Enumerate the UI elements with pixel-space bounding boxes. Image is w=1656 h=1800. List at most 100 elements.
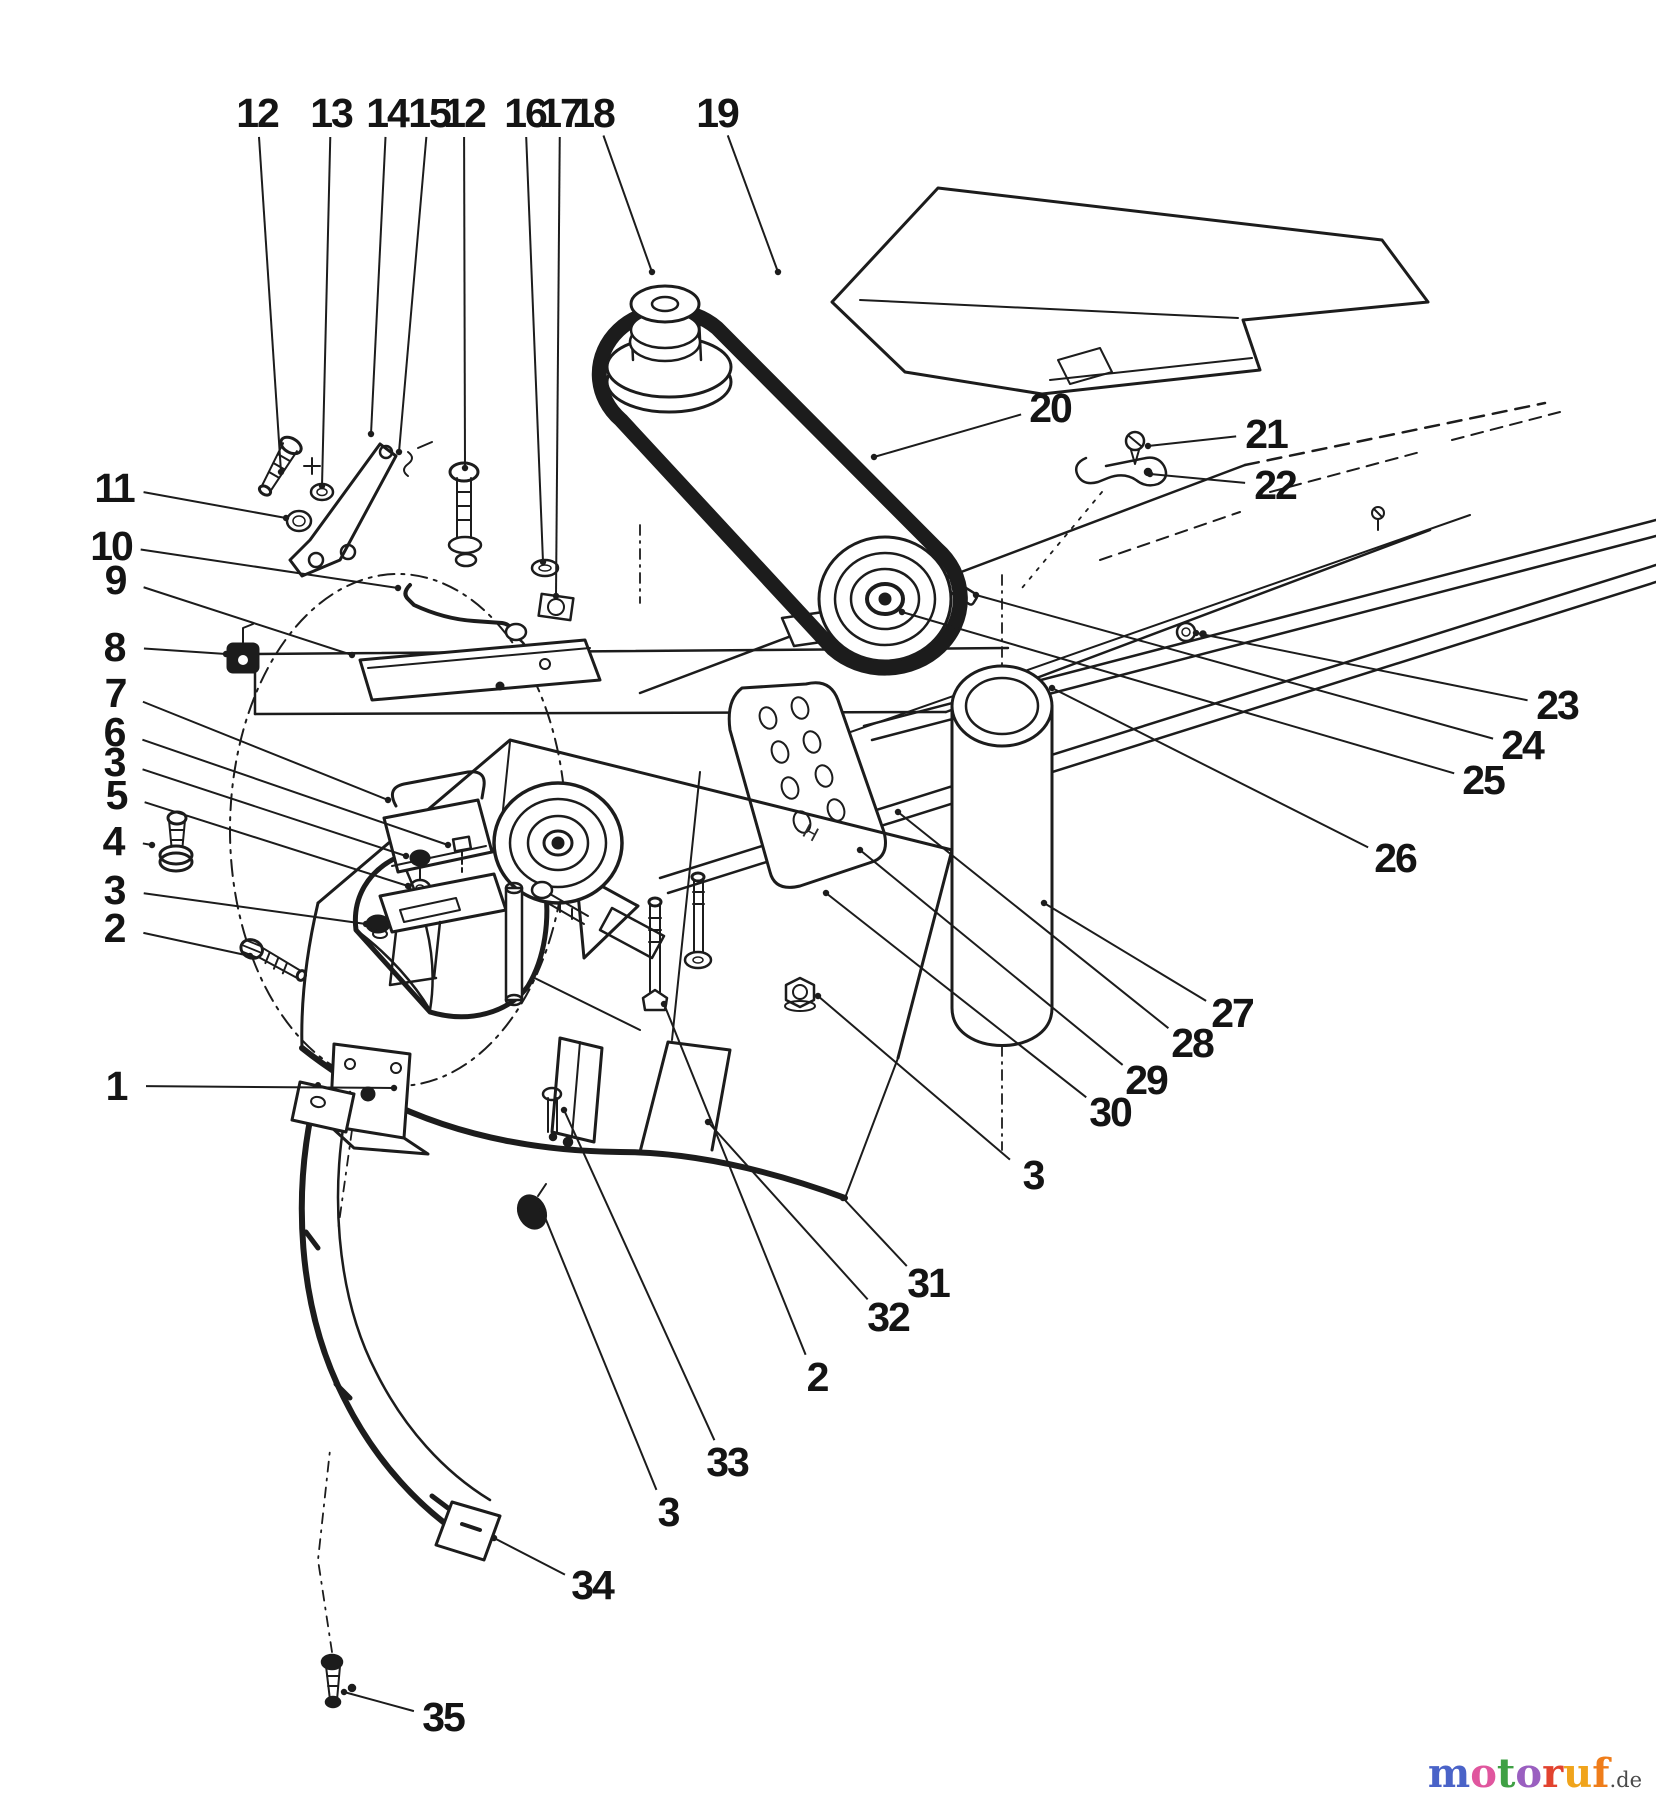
leader-dot-19-8	[774, 268, 782, 276]
leader-dot-15-3	[395, 448, 403, 456]
leader-line-19-8	[726, 135, 779, 273]
leader-dot-22-23	[1146, 470, 1154, 478]
leader-line-24-25	[975, 594, 1494, 740]
callout-label-21-22: 21	[1245, 411, 1288, 457]
callout-label-3-15: 3	[104, 739, 126, 785]
frame-screw-icon	[1371, 506, 1385, 531]
right-hardware	[317, 430, 1168, 1709]
motoruf-logo-text[interactable]: motoruf	[1428, 1750, 1610, 1797]
motoruf-letter: t	[1496, 1750, 1516, 1797]
leader-line-6-14	[142, 738, 449, 846]
leader-line-9-11	[143, 586, 353, 656]
leader-dot-30-31	[822, 889, 830, 897]
leader-dot-28-29	[894, 808, 902, 816]
leader-dot-21-22	[1144, 442, 1152, 450]
curved-guard	[290, 1080, 502, 1562]
leader-line-10-10	[140, 548, 399, 589]
callout-label-32-34: 32	[867, 1294, 910, 1340]
leader-line-15-3	[398, 136, 428, 453]
motoruf-letter: m	[1427, 1750, 1471, 1797]
leader-dot-6-14	[444, 841, 452, 849]
callout-label-26-27: 26	[1374, 835, 1417, 881]
leader-line-29-30	[859, 849, 1124, 1066]
callout-label-27-28: 27	[1211, 990, 1253, 1036]
callout-label-3-37: 3	[658, 1489, 680, 1535]
leader-line-12-0	[258, 136, 282, 473]
callout-label-35-39: 35	[422, 1694, 465, 1740]
callout-label-29-30: 29	[1125, 1057, 1168, 1103]
leader-line-23-24	[1195, 632, 1528, 702]
callout-label-9-11: 9	[105, 557, 127, 603]
leader-line-7-13	[142, 700, 389, 801]
callout-label-3-18: 3	[104, 867, 126, 913]
bolt-icon	[683, 871, 713, 970]
callout-label-34-38: 34	[571, 1562, 615, 1608]
leader-dot-31-33	[839, 1194, 847, 1202]
callout-label-7-13: 7	[105, 670, 126, 716]
leader-line-3-15	[142, 768, 407, 857]
leader-dot-12-4	[461, 464, 469, 472]
belt-cover	[830, 186, 1430, 396]
leader-dot-17-6	[552, 592, 560, 600]
leader-line-17-6	[555, 136, 561, 597]
support-tube	[950, 574, 1054, 1151]
motoruf-watermark[interactable]: motoruf.de	[1428, 1754, 1642, 1794]
leader-dot-3-32	[814, 992, 822, 1000]
leader-line-18-7	[602, 135, 653, 273]
leader-line-34-38	[493, 1537, 566, 1576]
leader-line-25-26	[901, 611, 1455, 775]
callout-label-3-32: 3	[1023, 1152, 1045, 1198]
callout-label-33-36: 33	[706, 1439, 749, 1485]
leader-dot-14-2	[367, 430, 375, 438]
leader-dot-27-28	[1040, 899, 1048, 907]
callout-label-14-2: 14	[366, 90, 410, 136]
bolt-icon	[317, 1449, 357, 1709]
leader-line-3-32	[817, 995, 1011, 1161]
motoruf-letter: r	[1542, 1750, 1564, 1797]
callout-label-2-19: 2	[104, 905, 126, 951]
idler-assembly	[158, 435, 713, 1012]
leader-line-20-21	[873, 413, 1022, 458]
leader-dot-3-37	[538, 1206, 546, 1214]
motoruf-letter: f	[1592, 1750, 1610, 1797]
callout-label-24-25: 24	[1501, 722, 1545, 768]
leader-line-30-31	[825, 892, 1087, 1099]
leader-dot-9-11	[348, 651, 356, 659]
callout-label-12-4: 12	[443, 90, 486, 136]
leader-line-28-29	[897, 811, 1170, 1029]
perforated-bracket	[727, 681, 887, 889]
leader-dot-4-17	[148, 841, 156, 849]
leader-dot-35-39	[340, 1688, 348, 1696]
callout-label-5-16: 5	[106, 772, 128, 818]
leader-line-8-12	[143, 647, 227, 655]
leader-dot-1-20	[390, 1084, 398, 1092]
callout-label-6-14: 6	[104, 709, 126, 755]
leader-line-31-33	[842, 1197, 908, 1267]
callout-label-25-26: 25	[1462, 757, 1505, 803]
screw-icon	[1124, 430, 1146, 465]
engine-pulley	[605, 284, 733, 414]
callout-label-10-10: 10	[90, 523, 133, 569]
leader-line-5-16	[144, 801, 409, 887]
leader-dot-3-15	[402, 852, 410, 860]
leader-dot-32-34	[704, 1118, 712, 1126]
callout-label-28-29: 28	[1171, 1020, 1214, 1066]
leader-line-32-34	[707, 1121, 869, 1301]
bolt-icon	[541, 1086, 574, 1148]
leader-line-13-1	[321, 136, 332, 487]
leader-dot-5-16	[404, 882, 412, 890]
callout-label-30-31: 30	[1089, 1089, 1132, 1135]
leader-dot-2-35	[660, 1000, 668, 1008]
callout-label-18-7: 18	[572, 90, 615, 136]
leader-dot-16-5	[539, 558, 547, 566]
leader-dot-24-25	[972, 591, 980, 599]
bolt-icon	[239, 938, 308, 982]
callout-label-19-8: 19	[696, 90, 739, 136]
leader-line-11-9	[143, 491, 287, 519]
leader-dot-3-18	[362, 920, 370, 928]
callout-label-22-23: 22	[1254, 462, 1297, 508]
callout-label-12-0: 12	[236, 90, 279, 136]
leader-dot-2-19	[246, 952, 254, 960]
